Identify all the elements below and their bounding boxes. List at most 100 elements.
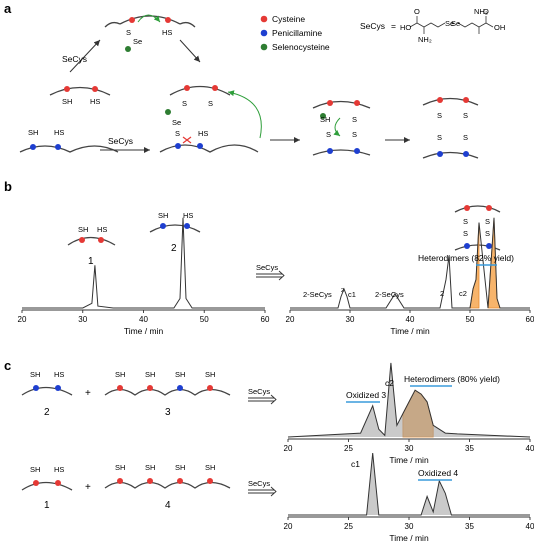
c-sh-c: SH xyxy=(145,370,155,379)
structure-se1: Se xyxy=(445,19,454,28)
c-cmpd-3: 3 xyxy=(165,407,171,418)
c-sh-f: SH xyxy=(30,465,40,474)
svg-text:Se: Se xyxy=(133,37,142,46)
trace-line-3 xyxy=(288,452,530,516)
x-tick-label-3-4: 40 xyxy=(526,522,534,531)
c-hs-a: HS xyxy=(54,370,64,379)
legend: Cysteine Penicillamine Selenocysteine Se… xyxy=(260,14,396,52)
b-heterodimers-label: Heterodimers (82% yield) xyxy=(418,253,514,263)
c-sh-e: SH xyxy=(205,370,215,379)
b-s-3: S xyxy=(463,229,468,238)
svg-text:HS: HS xyxy=(198,129,208,138)
compound-2-label: 2 xyxy=(171,243,177,254)
svg-text:S: S xyxy=(437,111,442,120)
svg-text:S: S xyxy=(175,129,180,138)
x-tick-label-1-2: 40 xyxy=(406,315,415,324)
scheme-reagent-bottom: SeCys xyxy=(108,136,133,146)
b-double-arrow-icon xyxy=(256,270,285,281)
trace-line-0 xyxy=(22,217,265,309)
c-c1-label: c1 xyxy=(351,459,360,469)
scheme-a-arrows xyxy=(69,39,410,153)
c-sh-h: SH xyxy=(145,463,155,472)
x-tick-label-0-4: 60 xyxy=(261,315,270,324)
panel-b-structures xyxy=(67,205,501,251)
scheme-green-arrows xyxy=(137,14,341,139)
b-s-2: S xyxy=(485,217,490,226)
svg-text:S: S xyxy=(463,133,468,142)
svg-text:SH: SH xyxy=(320,115,330,124)
c-double-arrow-icon-2 xyxy=(248,486,277,497)
scheme-sulfur-labels: S Se HS SH HS S S Se SH HS S HS SH S S S… xyxy=(28,28,468,142)
c-sh-d: SH xyxy=(175,370,185,379)
svg-text:HS: HS xyxy=(54,128,64,137)
legend-penicillamine: Penicillamine xyxy=(272,28,322,38)
x-tick-label-1-1: 30 xyxy=(346,315,355,324)
x-tick-label-0-2: 40 xyxy=(139,315,148,324)
x-axis-label-3: Time / min xyxy=(389,533,429,543)
peak-c1: c1 xyxy=(348,290,356,299)
peak-2-secys: 2-SeCys xyxy=(375,290,404,299)
x-tick-label-0-1: 30 xyxy=(78,315,87,324)
b-sh-1: SH xyxy=(78,225,88,234)
svg-text:HS: HS xyxy=(90,97,100,106)
b-hs-1: HS xyxy=(97,225,107,234)
c-sh-a: SH xyxy=(30,370,40,379)
c-oxidized-3: Oxidized 3 xyxy=(346,390,386,400)
c-plus-2: + xyxy=(85,482,91,493)
c-plus-1: + xyxy=(85,388,91,399)
trace-line-1 xyxy=(290,217,530,309)
svg-text:SH: SH xyxy=(62,97,72,106)
x-tick-label-3-2: 30 xyxy=(405,522,414,531)
selenocysteine-dot-icon xyxy=(260,43,268,51)
b-sh-2: SH xyxy=(158,211,168,220)
c-cmpd-2: 2 xyxy=(44,407,50,418)
svg-text:S: S xyxy=(352,130,357,139)
svg-text:SH: SH xyxy=(28,128,38,137)
x-tick-label-1-4: 60 xyxy=(526,315,534,324)
trace-fill-2 xyxy=(288,362,530,437)
peak-2-secys2: 2-SeCys xyxy=(303,290,332,299)
c-cmpd-1: 1 xyxy=(44,500,50,511)
panel-b-dots xyxy=(79,205,492,249)
c-double-arrow-icon-1 xyxy=(248,394,277,405)
c-reagent-1: SeCys xyxy=(248,387,270,396)
peak-c2: c2 xyxy=(459,289,467,298)
svg-text:S: S xyxy=(437,133,442,142)
cysteine-dot-icon xyxy=(260,15,268,23)
panel-letter-c: c xyxy=(4,358,11,373)
c-hs-f: HS xyxy=(54,465,64,474)
structure-oh: OH xyxy=(494,23,505,32)
x-tick-label-2-1: 25 xyxy=(344,444,353,453)
x-tick-label-3-0: 20 xyxy=(284,522,293,531)
x-tick-label-2-3: 35 xyxy=(465,444,474,453)
x-tick-label-3-1: 25 xyxy=(344,522,353,531)
x-tick-label-1-0: 20 xyxy=(286,315,295,324)
scheme-dots xyxy=(30,17,469,157)
compound-1-label: 1 xyxy=(88,256,94,267)
svg-text:S: S xyxy=(326,130,331,139)
c-oxidized-4: Oxidized 4 xyxy=(418,468,458,478)
svg-text:HS: HS xyxy=(162,28,172,37)
x-tick-label-0-0: 20 xyxy=(18,315,27,324)
panel-c-dots xyxy=(33,385,213,486)
x-tick-label-1-3: 50 xyxy=(466,315,475,324)
b-hs-2: HS xyxy=(183,211,193,220)
structure-nh2b: NH₂ xyxy=(474,7,488,16)
peak-2-secys2-sup: 2 xyxy=(341,288,344,294)
svg-text:S: S xyxy=(126,28,131,37)
b-s-1: S xyxy=(463,217,468,226)
x-axis-label-2: Time / min xyxy=(389,455,429,465)
legend-cysteine: Cysteine xyxy=(272,14,305,24)
scheme-reagent-top: SeCys xyxy=(62,54,87,64)
secys-structure xyxy=(409,16,494,34)
x-tick-label-3-3: 35 xyxy=(465,522,474,531)
red-cross-icon xyxy=(182,136,192,144)
svg-text:S: S xyxy=(182,99,187,108)
x-tick-label-2-0: 20 xyxy=(284,444,293,453)
panel-letter-a: a xyxy=(4,1,12,16)
structure-ho: HO xyxy=(400,23,411,32)
